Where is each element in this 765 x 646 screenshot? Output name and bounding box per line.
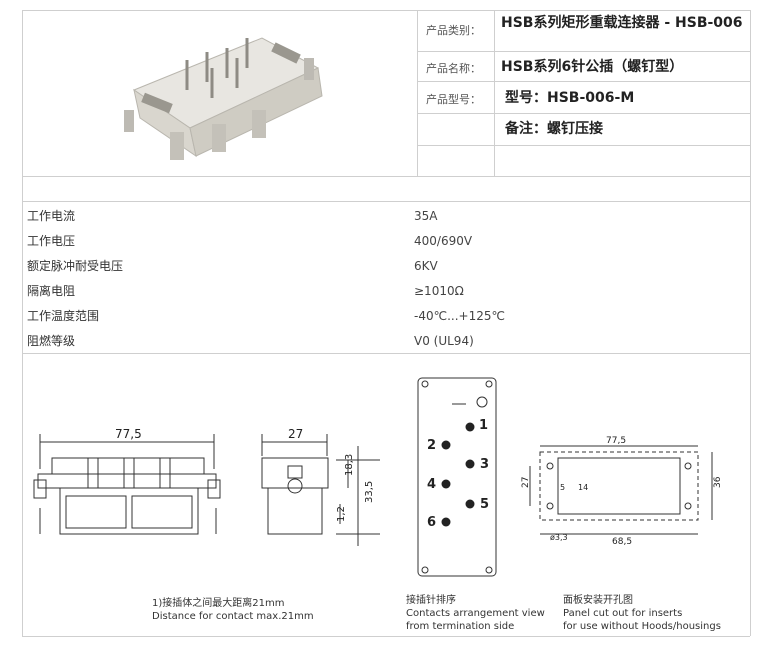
pin-label: 6 (427, 515, 436, 530)
dim-h2: 33,5 (364, 481, 375, 503)
panel-width: 77,5 (606, 436, 626, 446)
pin-label: 2 (427, 438, 436, 453)
model-label: 产品型号： (426, 93, 481, 106)
model-value: 型号：HSB-006-M (505, 90, 635, 106)
dim-side: 27 (288, 427, 303, 441)
section-line-3 (22, 353, 750, 354)
name-value: HSB系列6针公插（螺钉型） (501, 59, 684, 75)
caption-arrangement-en2: from termination side (406, 621, 515, 632)
dim-h3: 1,2 (336, 506, 347, 522)
caption-panel-en2: for use without Hoods/housings (563, 621, 721, 632)
pin-label: 1 (479, 418, 488, 433)
header-divider-2 (494, 10, 495, 176)
spec-value: V0 (UL94) (414, 334, 474, 348)
panel-height: 36 (713, 476, 723, 488)
spec-key: 额定脉冲耐受电压 (27, 259, 124, 273)
category-value: HSB系列矩形重载连接器 - HSB-006 (501, 15, 743, 31)
row-line-3 (417, 113, 750, 114)
section-line-2 (22, 201, 750, 202)
right-border (750, 10, 751, 636)
panel-height-left: 27 (521, 477, 531, 488)
caption-distance-en: Distance for contact max.21mm (152, 611, 314, 622)
category-label: 产品类别： (426, 24, 481, 37)
caption-arrangement-en1: Contacts arrangement view (406, 608, 545, 619)
spec-key: 阻燃等级 (27, 334, 76, 348)
row-line-4 (417, 145, 750, 146)
caption-panel: 面板安装开孔图 Panel cut out for inserts for us… (563, 594, 721, 633)
panel-small-b: 14 (578, 483, 588, 492)
spec-value: ≥1010Ω (414, 284, 464, 298)
pin-label: 5 (480, 497, 489, 512)
caption-arrangement-cn: 接插针排序 (406, 595, 456, 606)
caption-distance: 1)接插体之间最大距离21mm Distance for contact max… (152, 597, 314, 623)
spec-key: 工作电压 (27, 234, 76, 248)
spec-key: 隔离电阻 (27, 284, 76, 298)
pin-label: 3 (480, 457, 489, 472)
caption-panel-cn: 面板安装开孔图 (563, 595, 633, 606)
bottom-border (22, 636, 750, 637)
spec-key: 工作温度范围 (27, 309, 100, 323)
section-line-1 (22, 176, 750, 177)
dim-width: 77,5 (115, 427, 142, 441)
spec-key: 工作电流 (27, 209, 76, 223)
spec-value: -40℃...+125℃ (414, 309, 505, 323)
dim-h1: 18,3 (344, 454, 355, 476)
name-label: 产品名称： (426, 62, 481, 75)
technical-drawing: 77,5 27 18,3 33,5 1,2 1 2 3 4 5 6 77,5 3… (33, 377, 723, 577)
spec-value: 35A (414, 209, 438, 223)
spec-value: 6KV (414, 259, 438, 273)
top-border (22, 10, 750, 11)
panel-small-a: 5 (560, 483, 565, 492)
caption-distance-cn: 1)接插体之间最大距离21mm (152, 598, 285, 609)
caption-arrangement: 接插针排序 Contacts arrangement view from ter… (406, 594, 545, 633)
left-border (22, 10, 23, 636)
row-line-2 (417, 81, 750, 82)
connector-photo (124, 37, 323, 160)
panel-bottom: 68,5 (612, 537, 632, 547)
pin-label: 4 (427, 477, 436, 492)
panel-hole: ø3,3 (550, 533, 568, 542)
caption-panel-en1: Panel cut out for inserts (563, 608, 683, 619)
header-divider-1 (417, 10, 418, 176)
row-line-1 (417, 51, 750, 52)
spec-value: 400/690V (414, 234, 473, 248)
note-value: 备注：螺钉压接 (505, 121, 603, 137)
